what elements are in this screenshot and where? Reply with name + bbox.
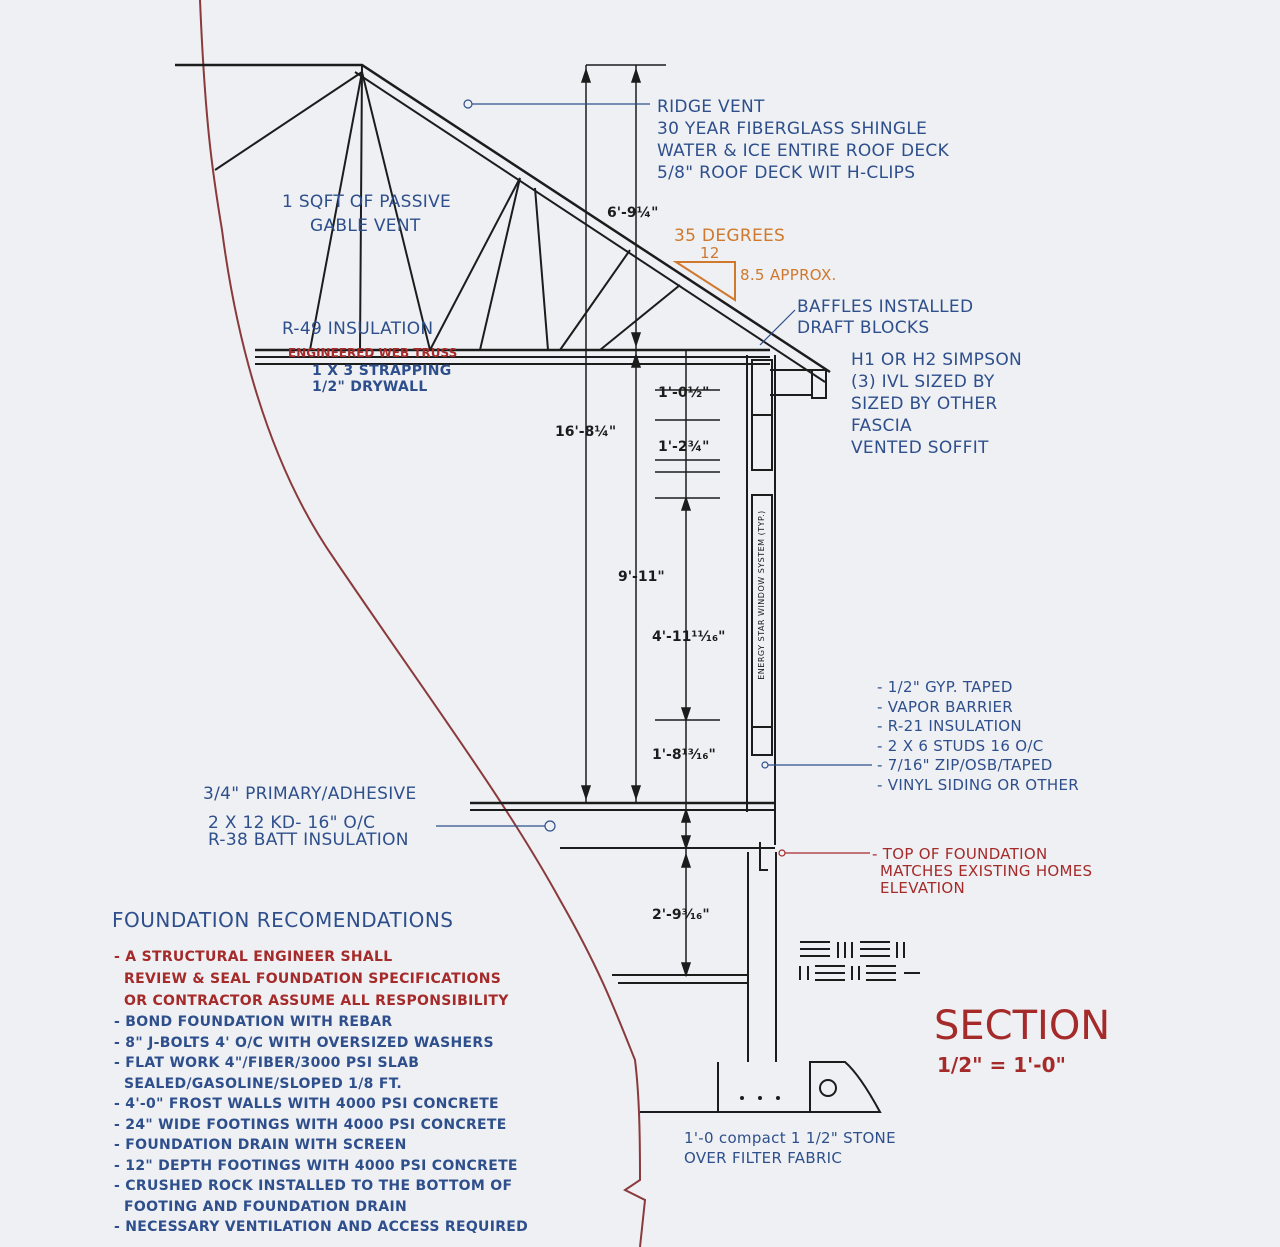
roof-note: 5/8" ROOF DECK WIT H-CLIPS	[657, 163, 916, 183]
soil-hatch	[799, 941, 920, 981]
foundation-top-line: ELEVATION	[880, 879, 966, 897]
wall-note: - VINYL SIDING OR OTHER	[877, 775, 1079, 794]
leader-baffles	[759, 309, 796, 346]
dim-wall-height: 9'-11"	[618, 569, 665, 585]
truss-web	[559, 249, 631, 351]
engineer-note: REVIEW & SEAL FOUNDATION SPECIFICATIONS	[124, 971, 502, 987]
foundation-top-note: - TOP OF FOUNDATION MATCHES EXISTING HOM…	[872, 846, 1092, 897]
truss-web	[479, 177, 521, 351]
drain-pipe	[819, 1079, 837, 1097]
dim-foundation-height: 2'-9³⁄₁₆"	[652, 907, 710, 923]
truss-web	[599, 284, 681, 351]
section-scale: 1/2" = 1'-0"	[937, 1053, 1066, 1077]
roof-notes: RIDGE VENT 30 YEAR FIBERGLASS SHINGLE WA…	[657, 96, 949, 184]
wall-note: - VAPOR BARRIER	[877, 697, 1014, 716]
gable-vent-line: 1 SQFT OF PASSIVE	[282, 192, 452, 212]
foundation-rec-item: - BOND FOUNDATION WITH REBAR	[114, 1014, 393, 1030]
dim-header-b: 1'-2¾"	[658, 439, 710, 455]
foundation-rec-item: - 8" J-BOLTS 4' O/C WITH OVERSIZED WASHE…	[114, 1034, 494, 1051]
dim-overall-height: 16'-8¼"	[555, 424, 617, 440]
footing	[717, 1061, 882, 1113]
baffles-note: BAFFLES INSTALLED DRAFT BLOCKS	[797, 297, 973, 339]
baffles-line: BAFFLES INSTALLED	[797, 297, 974, 317]
baffles-line: DRAFT BLOCKS	[797, 318, 930, 338]
window-label: ENERGY STAR WINDOW SYSTEM (TYP.)	[757, 510, 766, 680]
truss-web	[429, 177, 521, 351]
floor-insulation: R-38 BATT INSULATION	[208, 830, 409, 850]
wall-note: - 2 X 6 STUDS 16 O/C	[877, 736, 1044, 755]
dim-sill-height: 1'-8¹³⁄₁₆"	[652, 747, 716, 763]
eave-note: FASCIA	[851, 416, 912, 436]
foundation-engineer-notes: - A STRUCTURAL ENGINEER SHALL REVIEW & S…	[114, 946, 509, 1012]
roof-outline-2	[354, 71, 826, 383]
eave-note: VENTED SOFFIT	[851, 438, 989, 458]
truss-web	[534, 187, 549, 351]
roof-note: 30 YEAR FIBERGLASS SHINGLE	[657, 119, 928, 139]
section-title: SECTION	[934, 1003, 1111, 1049]
foundation-recs-heading: FOUNDATION RECOMENDATIONS	[112, 908, 454, 932]
roof-outline-3	[214, 71, 363, 171]
foundation-rec-item: - 4'-0" FROST WALLS WITH 4000 PSI CONCRE…	[114, 1096, 499, 1112]
wall-note: - R-21 INSULATION	[877, 717, 1022, 735]
eave-note: (3) IVL SIZED BY	[851, 372, 995, 392]
foundation-rec-item: - CRUSHED ROCK INSTALLED TO THE BOTTOM O…	[114, 1178, 513, 1194]
pitch-rise: 8.5 APPROX.	[740, 266, 837, 284]
foundation-rec-item: SEALED/GASOLINE/SLOPED 1/8 FT.	[124, 1075, 403, 1092]
pitch-triangle	[672, 261, 736, 302]
ceiling-insulation: R-49 INSULATION	[282, 319, 434, 339]
eave-notes: H1 OR H2 SIMPSON (3) IVL SIZED BY SIZED …	[851, 349, 1022, 459]
gable-vent-line: GABLE VENT	[310, 216, 421, 236]
stone-note: 1'-0 compact 1 1/2" STONE OVER FILTER FA…	[684, 1128, 896, 1168]
foundation-rec-item: - FLAT WORK 4"/FIBER/3000 PSI SLAB	[114, 1055, 420, 1071]
truss-web	[309, 71, 363, 351]
wall-notes: - 1/2" GYP. TAPED - VAPOR BARRIER - R-21…	[877, 678, 1079, 795]
foundation-rec-item: - 24" WIDE FOOTINGS WITH 4000 PSI CONCRE…	[114, 1116, 507, 1133]
foundation-rec-item: - 12" DEPTH FOOTINGS WITH 4000 PSI CONCR…	[114, 1157, 518, 1174]
roof-note: WATER & ICE ENTIRE ROOF DECK	[657, 141, 950, 161]
dim-roof-height: 6'-9¼"	[607, 205, 659, 221]
pitch-degrees: 35 DEGREES	[674, 226, 786, 246]
fascia	[811, 369, 827, 399]
ceiling-truss: ENGINEERED WEB TRUSS	[288, 346, 458, 360]
wall-note: - 7/16" ZIP/OSB/TAPED	[877, 756, 1053, 774]
engineer-note: - A STRUCTURAL ENGINEER SHALL	[114, 949, 393, 965]
floor-subfloor: 3/4" PRIMARY/ADHESIVE	[203, 784, 417, 804]
eave-note: SIZED BY OTHER	[851, 394, 998, 414]
foundation-recs-list: - BOND FOUNDATION WITH REBAR - 8" J-BOLT…	[114, 1012, 528, 1238]
stone-note-line: 1'-0 compact 1 1/2" STONE	[684, 1129, 896, 1147]
foundation-top-line: - TOP OF FOUNDATION	[872, 845, 1048, 863]
truss-web	[361, 71, 431, 351]
ceiling-strapping: 1 X 3 STRAPPING	[312, 363, 452, 379]
stone-note-line: OVER FILTER FABRIC	[684, 1149, 843, 1167]
roof-note: RIDGE VENT	[657, 97, 765, 117]
dim-header-a: 1'-0½"	[658, 385, 710, 401]
floor-joists: 2 X 12 KD- 16" O/C	[208, 813, 376, 833]
engineer-note: OR CONTRACTOR ASSUME ALL RESPONSIBILITY	[124, 993, 509, 1009]
break-line	[199, 0, 647, 1247]
pitch-run: 12	[700, 244, 720, 262]
foundation-rec-item: FOOTING AND FOUNDATION DRAIN	[124, 1198, 407, 1215]
foundation-rec-item: - FOUNDATION DRAIN WITH SCREEN	[114, 1137, 407, 1153]
foundation-rec-item: - NECESSARY VENTILATION AND ACCESS REQUI…	[114, 1219, 529, 1235]
ceiling-drywall: 1/2" DRYWALL	[312, 379, 428, 395]
eave-note: H1 OR H2 SIMPSON	[851, 350, 1023, 370]
gable-vent-note: 1 SQFT OF PASSIVE GABLE VENT	[282, 190, 451, 238]
wall-note: - 1/2" GYP. TAPED	[877, 678, 1013, 696]
foundation-top-line: MATCHES EXISTING HOMES	[880, 862, 1093, 880]
dim-window-height: 4'-11¹¹⁄₁₆"	[652, 629, 726, 645]
